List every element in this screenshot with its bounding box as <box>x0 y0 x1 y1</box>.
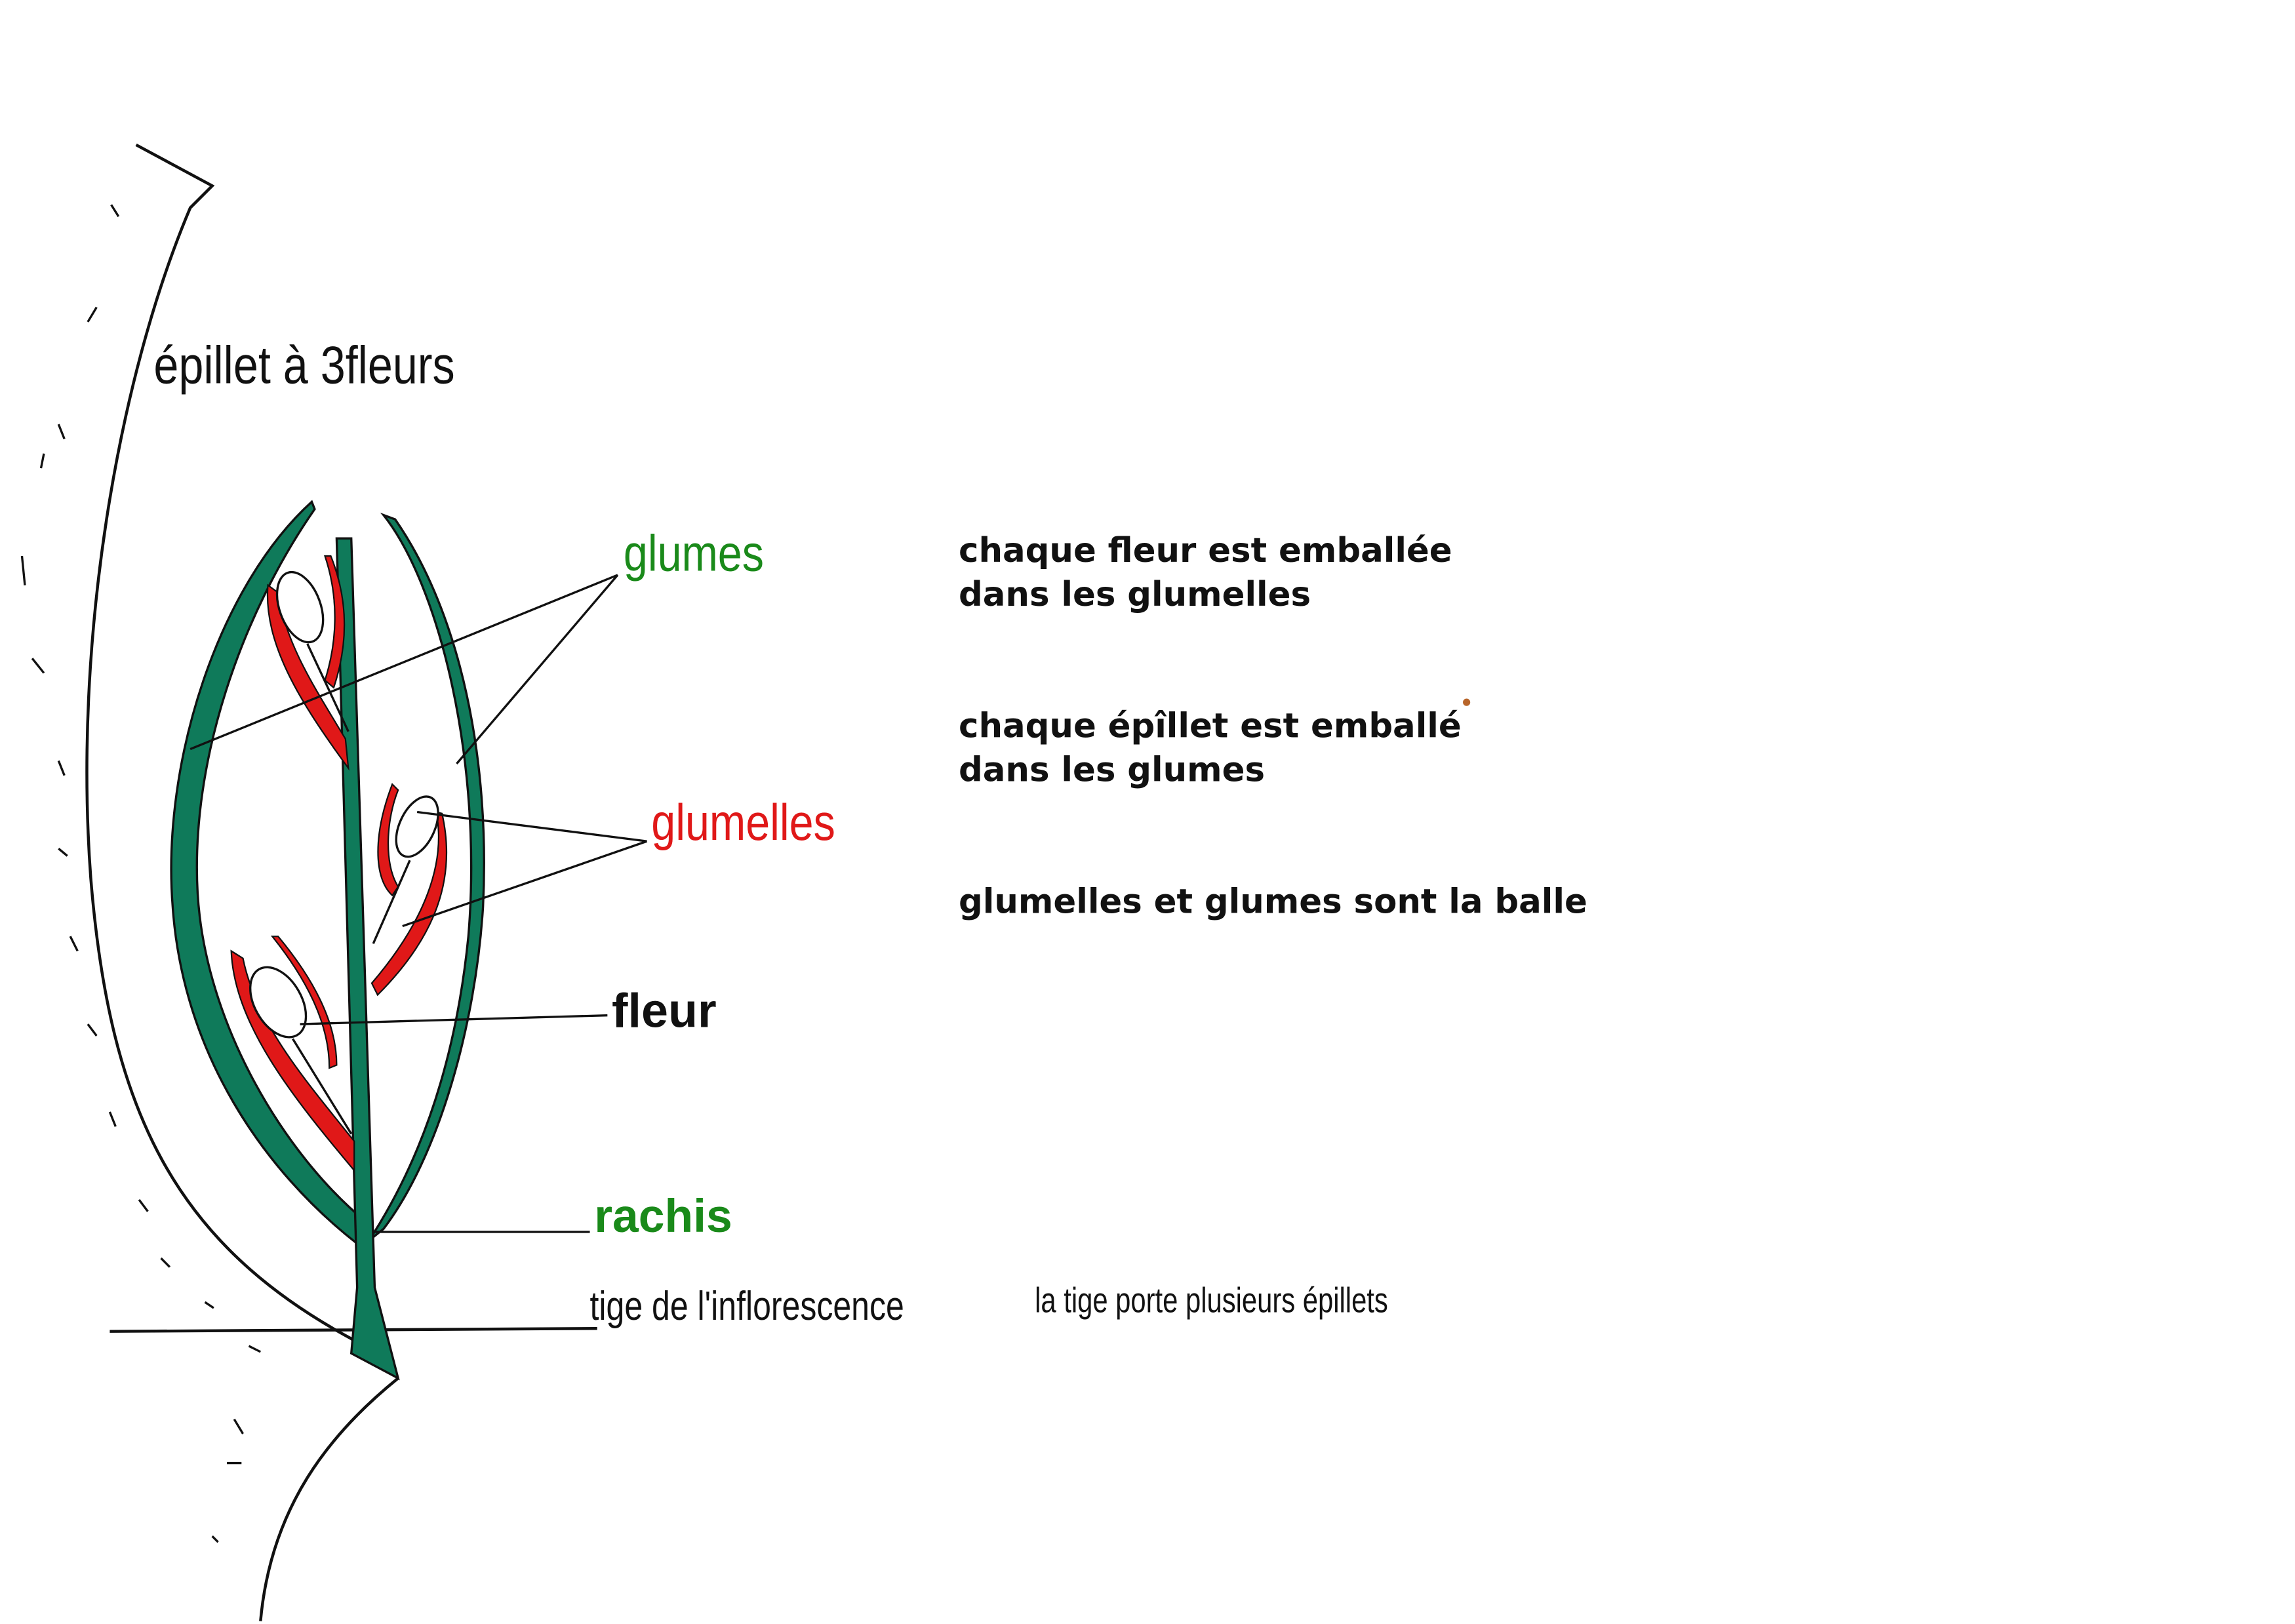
glumes-shapes <box>170 500 485 1381</box>
note-fleur-line1: chaque fleur est emballée <box>959 531 1452 570</box>
diagram-title: épillet à 3fleurs <box>153 336 454 394</box>
label-glumelles: glumelles <box>651 794 835 851</box>
plant-outline <box>20 143 597 1621</box>
note-balle: glumelles et glumes sont la balle <box>959 882 1587 921</box>
flowers <box>249 570 439 1135</box>
label-glumes: glumes <box>624 525 764 582</box>
leader-lines <box>190 574 648 1233</box>
ink-spot <box>1463 698 1471 706</box>
flower-1 <box>275 570 325 644</box>
flower-3 <box>249 966 308 1039</box>
note-epillet-line2: dans les glumes <box>959 751 1265 790</box>
glumelles-shapes <box>230 555 448 1173</box>
label-fleur: fleur <box>612 983 717 1038</box>
note-epillet-line1: chaque épîllet est emballé <box>959 707 1462 746</box>
label-tige: tige de l'inflorescence <box>590 1283 904 1329</box>
note-tige: la tige porte plusieurs épillets <box>1035 1282 1388 1320</box>
note-fleur-line2: dans les glumelles <box>959 575 1311 614</box>
label-rachis: rachis <box>594 1190 732 1242</box>
flower-2 <box>395 795 439 858</box>
